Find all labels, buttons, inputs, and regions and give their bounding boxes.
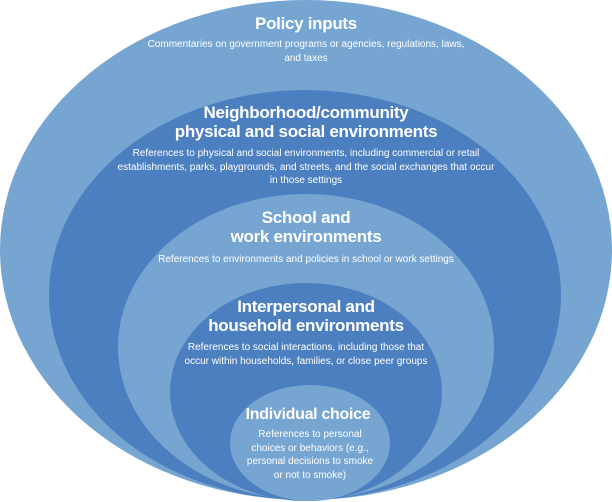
layer-title-line: physical and social environments (174, 122, 438, 141)
layer-individual-choice: Individual choice References to personal… (0, 405, 612, 482)
layer-title: Neighborhood/community physical and soci… (0, 103, 612, 141)
layer-title-line: household environments (208, 316, 404, 335)
layer-neighborhood-community: Neighborhood/community physical and soci… (0, 103, 612, 188)
layer-title-line: School and (261, 208, 351, 227)
layer-title: School and work environments (0, 208, 612, 246)
layer-description: References to physical and social enviro… (117, 148, 495, 186)
layer-description: Commentaries on government programs or a… (147, 39, 465, 64)
layer-title-line: Interpersonal and (237, 297, 375, 316)
layer-description: References to social interactions, inclu… (184, 342, 428, 367)
ellipse-individual-choice (230, 385, 390, 501)
layer-title: Individual choice (245, 406, 371, 423)
layer-title: Policy inputs (255, 14, 357, 33)
layer-title-line: work environments (230, 227, 382, 246)
layer-title: Interpersonal and household environments (0, 297, 612, 335)
layer-school-work: School and work environments References … (0, 208, 612, 267)
layer-interpersonal-household: Interpersonal and household environments… (0, 297, 612, 368)
layer-description: References to environments and policies … (158, 254, 454, 265)
layer-description: References to personal choices or behavi… (246, 429, 374, 481)
layer-policy-inputs: Policy inputs Commentaries on government… (0, 14, 612, 65)
layer-title-line: Neighborhood/community (203, 103, 409, 122)
